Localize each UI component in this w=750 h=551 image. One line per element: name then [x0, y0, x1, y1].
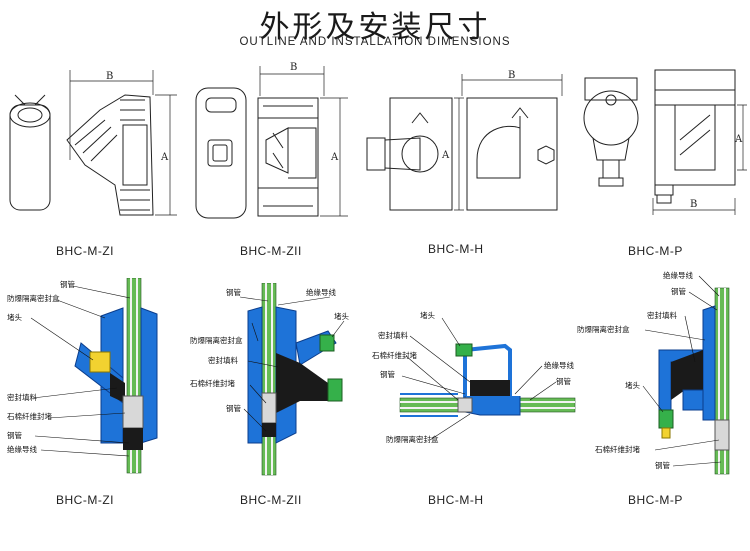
outline-drawing-zii: B A [195, 62, 348, 219]
callout-zi-3: 堵头 [7, 312, 22, 322]
callout-p-5: 堵头 [625, 380, 640, 390]
section-drawing-h: 堵头 密封填料 石棉纤维封堵 钢管 绝缘导线 钢管 防爆隔离密封盒 [372, 310, 576, 444]
dim-b-p: B [690, 199, 697, 210]
section-drawing-p: 绝缘导线 钢管 防爆隔离密封盒 密封填料 堵头 石棉纤维封堵 钢管 [577, 270, 730, 475]
callout-zii-5: 密封填料 [208, 355, 238, 365]
dim-b-zii: B [290, 62, 297, 73]
callout-p-1: 绝缘导线 [663, 270, 693, 280]
callout-p-2: 钢管 [671, 286, 686, 296]
callout-h-5: 绝缘导线 [544, 360, 574, 370]
callout-h-7: 防爆隔离密封盒 [386, 434, 439, 444]
outline-label-p: BHC-M-P [628, 244, 683, 258]
callout-zi-5: 石棉纤维封堵 [7, 411, 52, 421]
dim-b-h: B [508, 70, 515, 81]
callout-p-4: 密封填料 [647, 310, 677, 320]
callout-h-4: 钢管 [380, 369, 395, 379]
callout-h-1: 堵头 [420, 310, 435, 320]
callout-h-2: 密封填料 [378, 330, 408, 340]
outline-drawing-zi: B A [9, 70, 177, 216]
callout-zii-2: 绝缘导线 [306, 287, 336, 297]
callout-zi-6: 钢管 [7, 430, 22, 440]
callout-zii-4: 防爆隔离密封盒 [190, 335, 243, 345]
callout-h-6: 钢管 [556, 376, 571, 386]
outline-label-zii: BHC-M-ZII [240, 244, 302, 258]
callout-zi-1: 钢管 [60, 279, 75, 289]
section-label-zii: BHC-M-ZII [240, 493, 302, 507]
outline-label-h: BHC-M-H [428, 242, 484, 256]
callout-zi-4: 密封填料 [7, 392, 37, 402]
callout-h-3: 石棉纤维封堵 [372, 350, 417, 360]
callout-p-7: 钢管 [655, 460, 670, 470]
dim-a-h: A [441, 150, 450, 161]
outline-drawing-h: B A [366, 70, 563, 211]
callout-zii-6: 石棉纤维封堵 [190, 378, 235, 388]
page-title: 外形及安装尺寸 [259, 10, 491, 45]
outline-label-zi: BHC-M-ZI [56, 244, 114, 258]
section-label-h: BHC-M-H [428, 493, 484, 507]
section-label-p: BHC-M-P [628, 493, 683, 507]
callout-zi-2: 防爆隔离密封盒 [7, 293, 60, 303]
section-drawing-zi: 钢管 防爆隔离密封盒 堵头 密封填料 石棉纤维封堵 钢管 绝缘导线 [7, 278, 158, 474]
callout-p-3: 防爆隔离密封盒 [577, 324, 630, 334]
callout-p-6: 石棉纤维封堵 [595, 444, 640, 454]
callout-zii-1: 钢管 [226, 287, 241, 297]
dim-a-zi: A [160, 152, 169, 163]
callout-zii-3: 堵头 [334, 311, 349, 321]
page-subtitle: OUTLINE AND INSTALLATION DIMENSIONS [239, 36, 511, 48]
callout-zi-7: 绝缘导线 [7, 444, 37, 454]
section-label-zi: BHC-M-ZI [56, 493, 114, 507]
dim-a-p: A [734, 134, 743, 145]
outline-drawing-p: B A [583, 69, 747, 215]
callout-zii-7: 钢管 [226, 403, 241, 413]
section-drawing-zii: 钢管 绝缘导线 堵头 防爆隔离密封盒 密封填料 石棉纤维封堵 钢管 [190, 283, 349, 476]
dim-b-zi: B [106, 71, 113, 82]
dim-a-zii: A [330, 152, 339, 163]
